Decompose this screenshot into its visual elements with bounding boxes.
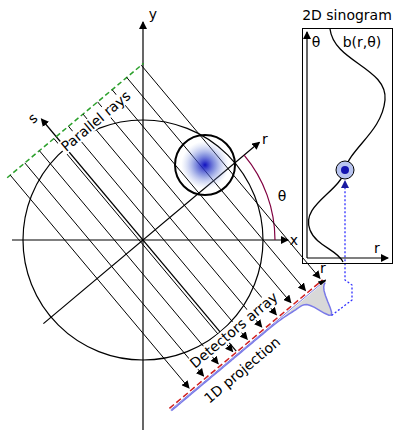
sinogram-box: 2D sinogram [302,28,393,264]
sinogram-curve [308,29,385,262]
ray [98,102,277,315]
ray [127,77,306,290]
sinogram-title: 2D sinogram [302,8,392,22]
angle-arc [244,155,275,240]
ray [83,114,262,327]
ray [25,163,204,376]
sinogram-point [336,161,354,179]
link-arrow [332,181,352,315]
ray [141,65,320,278]
axis-label: r [262,132,268,146]
theta-axis [306,32,307,258]
y-axis [142,22,143,430]
sino-r-axis [307,257,388,258]
axis-label: r [374,241,380,255]
ray [69,126,248,339]
ray [54,139,233,352]
function-label: b(r,θ) [343,35,382,49]
axis-label: θ [312,35,321,49]
source-line [7,63,143,177]
axis-label: x [290,233,298,247]
object-blob [181,141,229,189]
ray [10,175,189,388]
axis-label: r [320,261,326,275]
detector-line [169,280,322,409]
s-axis [41,119,236,351]
axis-label: y [149,7,157,21]
sinogram-dot [341,166,349,174]
blob-circle [175,135,235,195]
axis-label: s [24,109,42,127]
x-axis [12,239,288,240]
projection-axis [171,280,326,410]
angle-label: θ [278,189,287,203]
projection-fill [171,282,331,411]
rays-label: Parallel rays [56,87,133,155]
projection-curve [171,283,331,411]
ray [112,90,291,303]
